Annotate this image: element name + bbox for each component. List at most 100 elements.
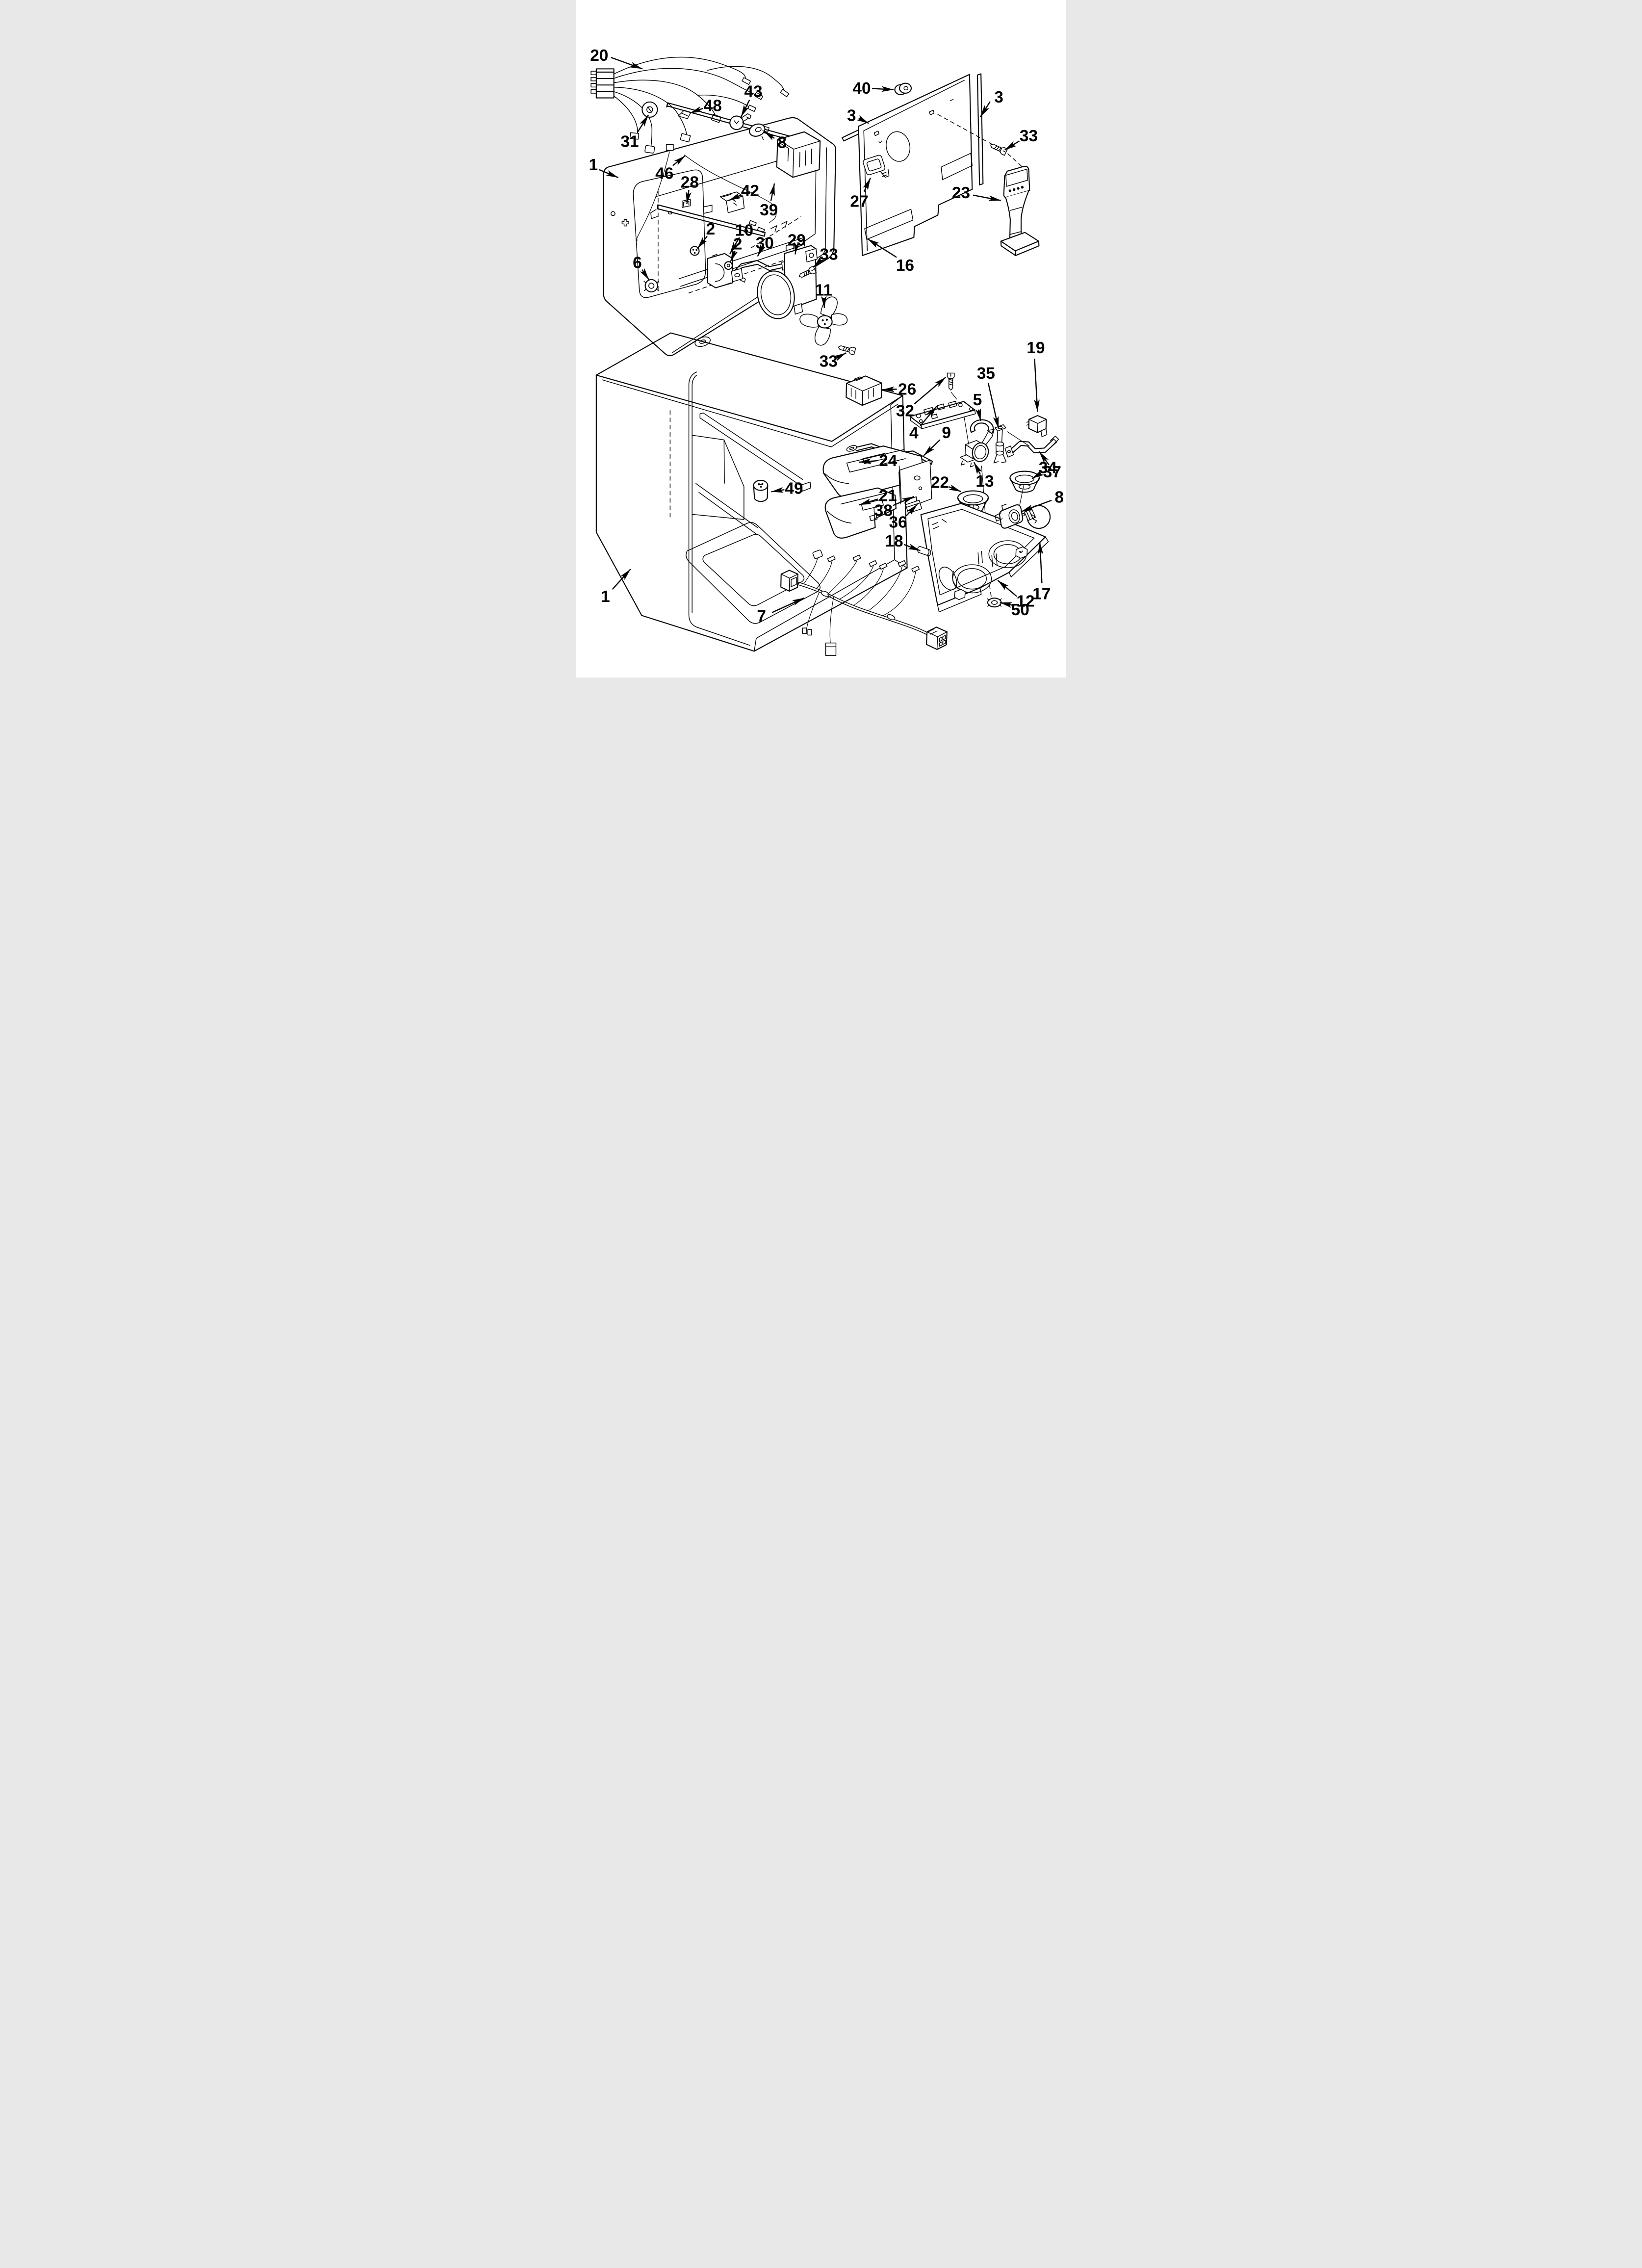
callout-40: 40 [852, 79, 894, 98]
vent-grille [941, 153, 973, 180]
leader-arrow [1037, 542, 1044, 583]
leader-arrow [949, 484, 961, 493]
callout-31: 31 [620, 114, 649, 151]
callout-number: 12 [1016, 593, 1034, 611]
callout-3: 3 [847, 107, 869, 125]
socket-8b [995, 503, 1024, 529]
callout-number: 42 [741, 182, 759, 200]
leader-arrow [771, 597, 805, 613]
capillary-plug [666, 144, 674, 151]
callout-19: 19 [1026, 339, 1045, 412]
leader-arrow [979, 101, 991, 117]
callout-43: 43 [740, 83, 763, 117]
housing-39 [776, 131, 821, 178]
callout-35: 35 [977, 365, 1000, 429]
terminal [747, 104, 756, 112]
chevrons [770, 221, 788, 232]
callout-number: 7 [757, 607, 766, 626]
callout-number: 22 [931, 474, 949, 492]
callout-9: 9 [923, 424, 951, 456]
terminal [911, 566, 920, 573]
terminal [869, 560, 877, 567]
callout-number: 19 [1026, 339, 1045, 357]
leader-arrow [997, 579, 1017, 597]
leader-arrow [863, 178, 872, 192]
callout-36: 36 [889, 504, 918, 531]
callout-34: 34 [1031, 459, 1057, 479]
terminal [898, 560, 906, 567]
lamp-socket-31 [641, 101, 658, 118]
leader-arrow [1031, 470, 1044, 479]
callout-38: 38 [874, 495, 915, 520]
callout-17: 17 [1032, 542, 1051, 603]
leader-arrow [914, 376, 947, 405]
leader-arrow [975, 408, 981, 421]
callout-number: 1 [601, 588, 610, 606]
callout-number: 30 [756, 234, 774, 252]
callout-50: 50 [1000, 601, 1029, 619]
leader-arrow [686, 189, 692, 204]
panel-hole [886, 131, 911, 162]
callout-16: 16 [867, 238, 914, 275]
leader-arrow [689, 106, 703, 114]
block-38 [905, 499, 923, 514]
callout-number: 3 [847, 107, 856, 125]
callout-2: 2 [730, 235, 743, 262]
shelf-rail [699, 412, 811, 492]
leader-arrow [973, 462, 982, 475]
socket-8 [749, 123, 770, 140]
leader-arrow [893, 495, 915, 506]
callout-number: 2 [733, 235, 743, 253]
callout-21: 21 [859, 487, 897, 506]
refrigerator-liner [595, 332, 908, 652]
terminal [879, 563, 888, 570]
harness-connector-left [780, 570, 798, 592]
callout-number: 34 [1039, 459, 1057, 477]
liner-interior [686, 412, 821, 624]
gasket-channel [633, 169, 706, 298]
leader-arrow [987, 383, 1000, 429]
callout-number: 20 [590, 47, 608, 65]
callout-5: 5 [973, 391, 982, 421]
leader-arrow [611, 56, 643, 70]
callout-number: 31 [620, 132, 639, 151]
screw-33b [798, 265, 817, 278]
leader-arrow [872, 86, 894, 92]
callout-number: 40 [852, 79, 871, 98]
fan-shroud-29 [757, 240, 818, 319]
callout-6: 6 [633, 254, 650, 281]
callout-number: 39 [760, 201, 778, 219]
callout-number: 5 [973, 391, 982, 409]
callout-26: 26 [882, 381, 916, 399]
cup-34 [1009, 470, 1040, 493]
callout-39: 39 [760, 183, 778, 219]
leader-arrow [903, 544, 921, 551]
leader-arrow [771, 487, 785, 493]
callout-number: 10 [735, 221, 753, 239]
leader-arrow [834, 352, 847, 361]
callout-30: 30 [756, 234, 774, 257]
grommet-2b [724, 261, 733, 270]
cross-cutout [621, 219, 629, 227]
trim-3-right [976, 73, 984, 185]
callout-33: 33 [820, 352, 847, 370]
leader-arrow [1004, 140, 1020, 151]
leader-arrow [856, 115, 869, 124]
air-ducts [822, 445, 932, 539]
callout-22: 22 [931, 474, 961, 493]
exploded-parts-diagram: 2048438311462842392102630293311334033332… [576, 0, 1066, 678]
leader-arrow [637, 114, 649, 133]
two-prong-plug [802, 627, 812, 636]
callout-number: 8 [1054, 488, 1064, 506]
callout-27: 27 [850, 178, 872, 211]
callout-number: 18 [885, 532, 903, 550]
callout-number: 6 [633, 254, 642, 272]
callout-number: 43 [744, 83, 762, 101]
callout-number: 46 [655, 164, 673, 182]
console-oval-hole [938, 567, 957, 591]
wire-harness-bottom [780, 549, 948, 656]
leader-arrow [794, 242, 800, 255]
callout-number: 3 [994, 88, 1003, 106]
floor-recess [686, 522, 821, 624]
